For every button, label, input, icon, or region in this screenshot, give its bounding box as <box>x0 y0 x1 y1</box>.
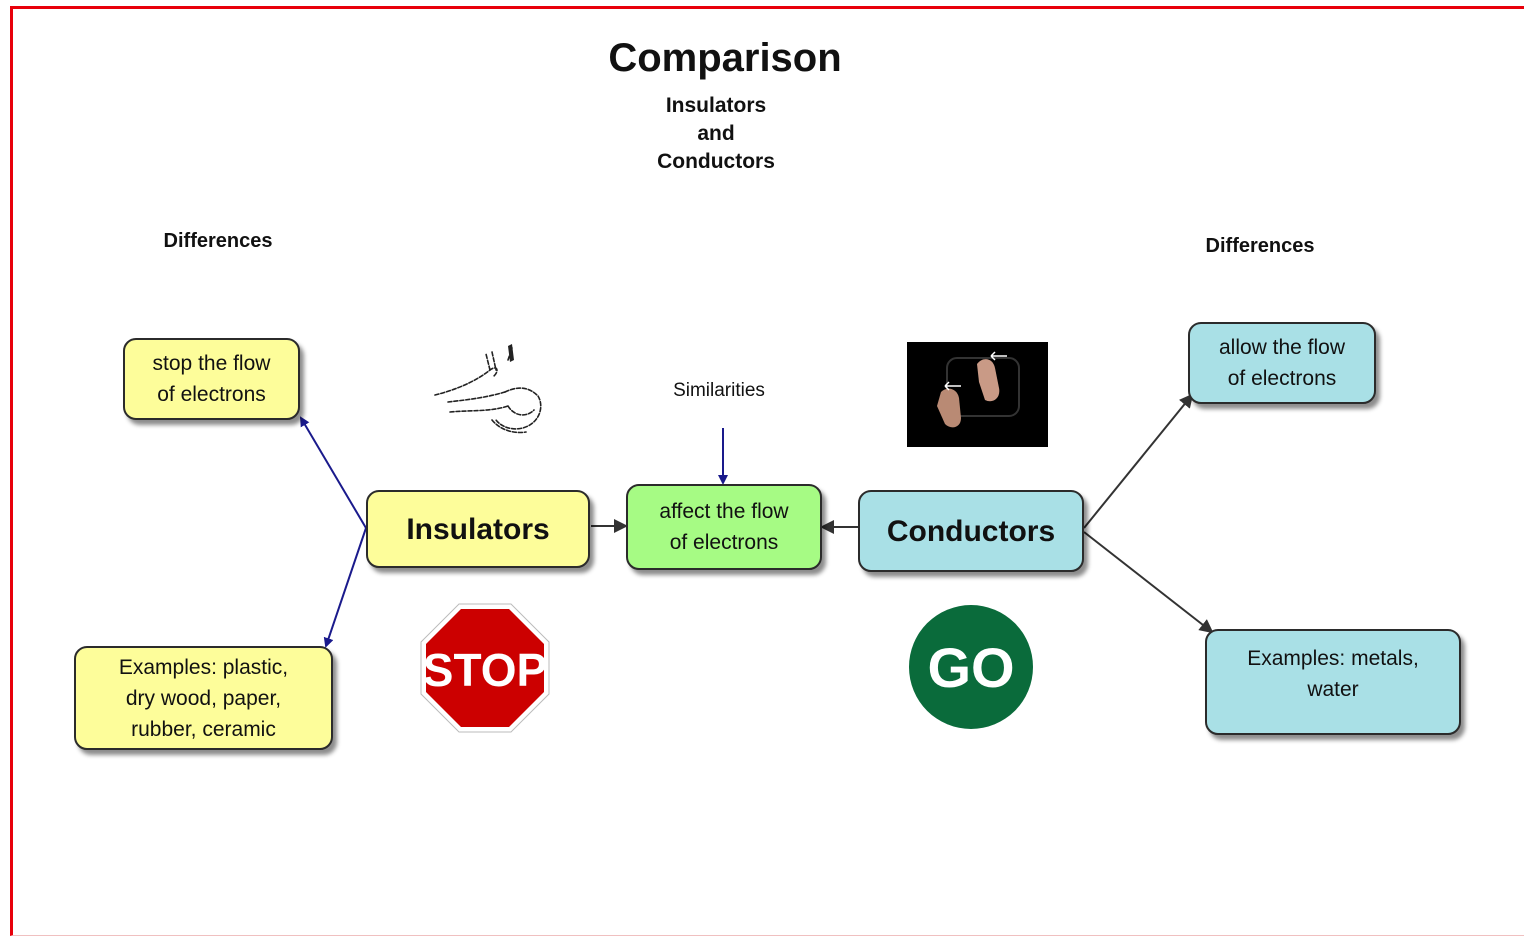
node-allow-flow: allow the flow of electrons <box>1188 322 1376 404</box>
arrow-to-allow-flow <box>1083 393 1194 529</box>
differences-label-left: Differences <box>163 230 273 252</box>
arrow-to-conductor-examples <box>1083 531 1214 634</box>
go-sign-icon: GO <box>909 605 1033 729</box>
stop-sign-text: STOP <box>423 644 547 696</box>
stop-sign-icon: STOP <box>420 603 550 733</box>
differences-label-right: Differences <box>1205 235 1315 257</box>
node-conductor-examples: Examples: metals, water <box>1205 629 1461 735</box>
sign-language-conductors-icon <box>907 342 1048 447</box>
go-sign-text: GO <box>927 636 1014 699</box>
node-stop-flow: stop the flow of electrons <box>123 338 300 420</box>
sign-language-hand-icon <box>434 344 542 434</box>
node-insulator-examples: Examples: plastic, dry wood, paper, rubb… <box>74 646 333 750</box>
similarities-label: Similarities <box>673 380 765 401</box>
arrow-to-insulator-examples <box>323 527 367 648</box>
diagram-title: Comparison <box>608 36 842 80</box>
diagram-subtitle: Insulators and Conductors <box>657 94 775 173</box>
node-conductors: Conductors <box>858 490 1084 572</box>
arrow-to-stop-flow <box>299 416 367 529</box>
node-similarity: affect the flow of electrons <box>626 484 822 570</box>
node-insulators: Insulators <box>366 490 590 568</box>
page-frame <box>10 6 1524 936</box>
